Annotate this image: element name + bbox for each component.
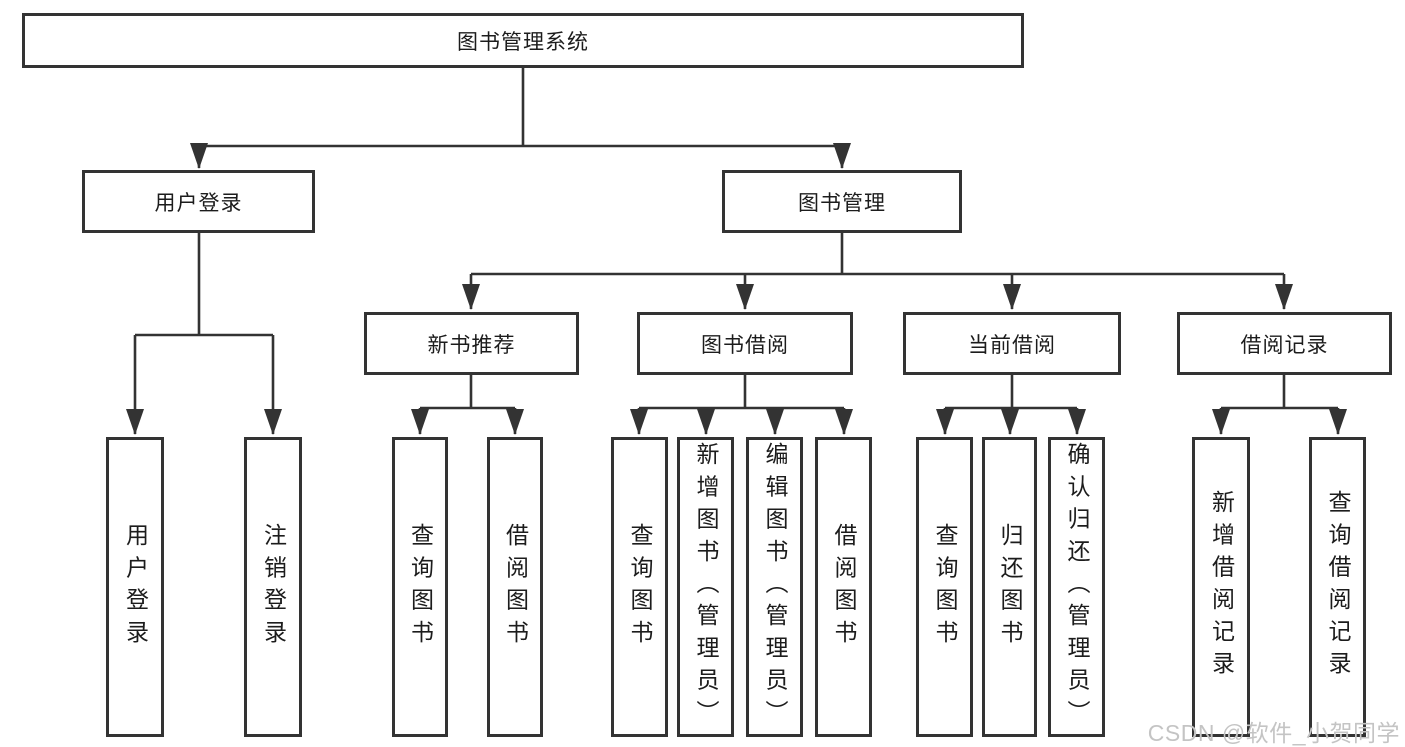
node-current-borrowing: 当前借阅: [903, 312, 1121, 375]
leaf-query-books-recommend: 查询图书: [392, 437, 448, 737]
leaf-logout: 注销登录: [244, 437, 302, 737]
leaf-add-books-admin: 新增图书（管理员）: [677, 437, 734, 737]
leaf-borrow-books-borrowing-label: 借阅图书: [831, 522, 857, 652]
leaf-edit-books-admin-label: 编辑图书（管理员）: [762, 442, 788, 732]
node-user-login-label: 用户登录: [154, 191, 243, 215]
leaf-borrow-books-recommend-label: 借阅图书: [502, 522, 529, 652]
node-book-borrowing-label: 图书借阅: [701, 333, 789, 357]
leaf-add-books-admin-label: 新增图书（管理员）: [693, 442, 719, 732]
leaf-logout-label: 注销登录: [260, 522, 287, 652]
watermark: CSDN @软件_小贺同学: [1147, 720, 1400, 746]
node-new-book-recommend: 新书推荐: [364, 312, 579, 375]
node-book-management: 图书管理: [722, 170, 962, 233]
node-current-borrowing-label: 当前借阅: [968, 333, 1056, 357]
leaf-query-borrow-record: 查询借阅记录: [1309, 437, 1366, 737]
leaf-query-books-current-label: 查询图书: [932, 522, 958, 652]
node-root-label: 图书管理系统: [457, 30, 589, 54]
node-root: 图书管理系统: [22, 13, 1024, 68]
leaf-add-borrow-record-label: 新增借阅记录: [1208, 490, 1235, 684]
leaf-borrow-books-recommend: 借阅图书: [487, 437, 543, 737]
leaf-confirm-return-admin: 确认归还（管理员）: [1048, 437, 1105, 737]
leaf-add-borrow-record: 新增借阅记录: [1192, 437, 1250, 737]
leaf-query-books-borrowing: 查询图书: [611, 437, 668, 737]
leaf-return-books-label: 归还图书: [997, 522, 1023, 652]
leaf-confirm-return-admin-label: 确认归还（管理员）: [1064, 442, 1090, 732]
leaf-query-books-recommend-label: 查询图书: [407, 522, 434, 652]
leaf-user-login-label: 用户登录: [122, 522, 149, 652]
leaf-query-books-current: 查询图书: [916, 437, 973, 737]
node-book-borrowing: 图书借阅: [637, 312, 853, 375]
node-borrowing-records: 借阅记录: [1177, 312, 1392, 375]
node-new-book-recommend-label: 新书推荐: [427, 333, 516, 357]
node-borrowing-records-label: 借阅记录: [1240, 333, 1329, 357]
leaf-borrow-books-borrowing: 借阅图书: [815, 437, 872, 737]
leaf-user-login: 用户登录: [106, 437, 164, 737]
node-book-management-label: 图书管理: [798, 191, 886, 215]
leaf-edit-books-admin: 编辑图书（管理员）: [746, 437, 803, 737]
node-user-login: 用户登录: [82, 170, 315, 233]
leaf-return-books: 归还图书: [982, 437, 1037, 737]
leaf-query-borrow-record-label: 查询借阅记录: [1325, 490, 1351, 684]
leaf-query-books-borrowing-label: 查询图书: [627, 522, 653, 652]
